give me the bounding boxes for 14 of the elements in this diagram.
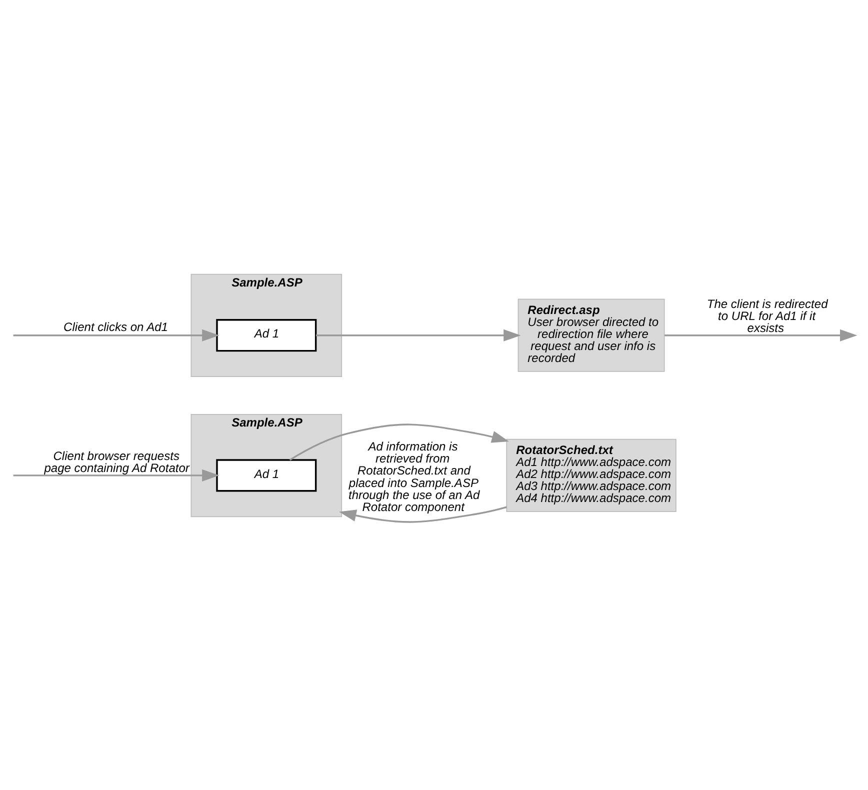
node-box: RotatorSched.txt Ad1 http://www.adspace.com Ad2 http://www.adspace.com Ad3 http://www.adspace.com Ad4 http://www.adspace.com [506, 438, 676, 512]
edge-label: The client is redirected to URL for Ad1 if it exsists [706, 296, 828, 335]
node-box: Ad 1 [216, 318, 317, 352]
arrow [13, 468, 220, 481]
edge-label: Ad information is retrieved from RotatorSched.txt and placed into Sample.ASP through the use of an Ad Rotator component [348, 439, 480, 514]
arrow [316, 328, 521, 341]
arrow [13, 328, 220, 341]
edge-label: Client browser requests page containing Ad Rotator [44, 448, 190, 475]
arrow [664, 328, 858, 341]
node-box: Redirect.asp User browser directed to redirection file where request and user info is recorded [518, 298, 665, 372]
arrow [339, 506, 507, 522]
arrow [289, 423, 509, 460]
node-box: Ad 1 [216, 458, 317, 492]
edge-label: Client clicks on Ad1 [64, 320, 168, 334]
